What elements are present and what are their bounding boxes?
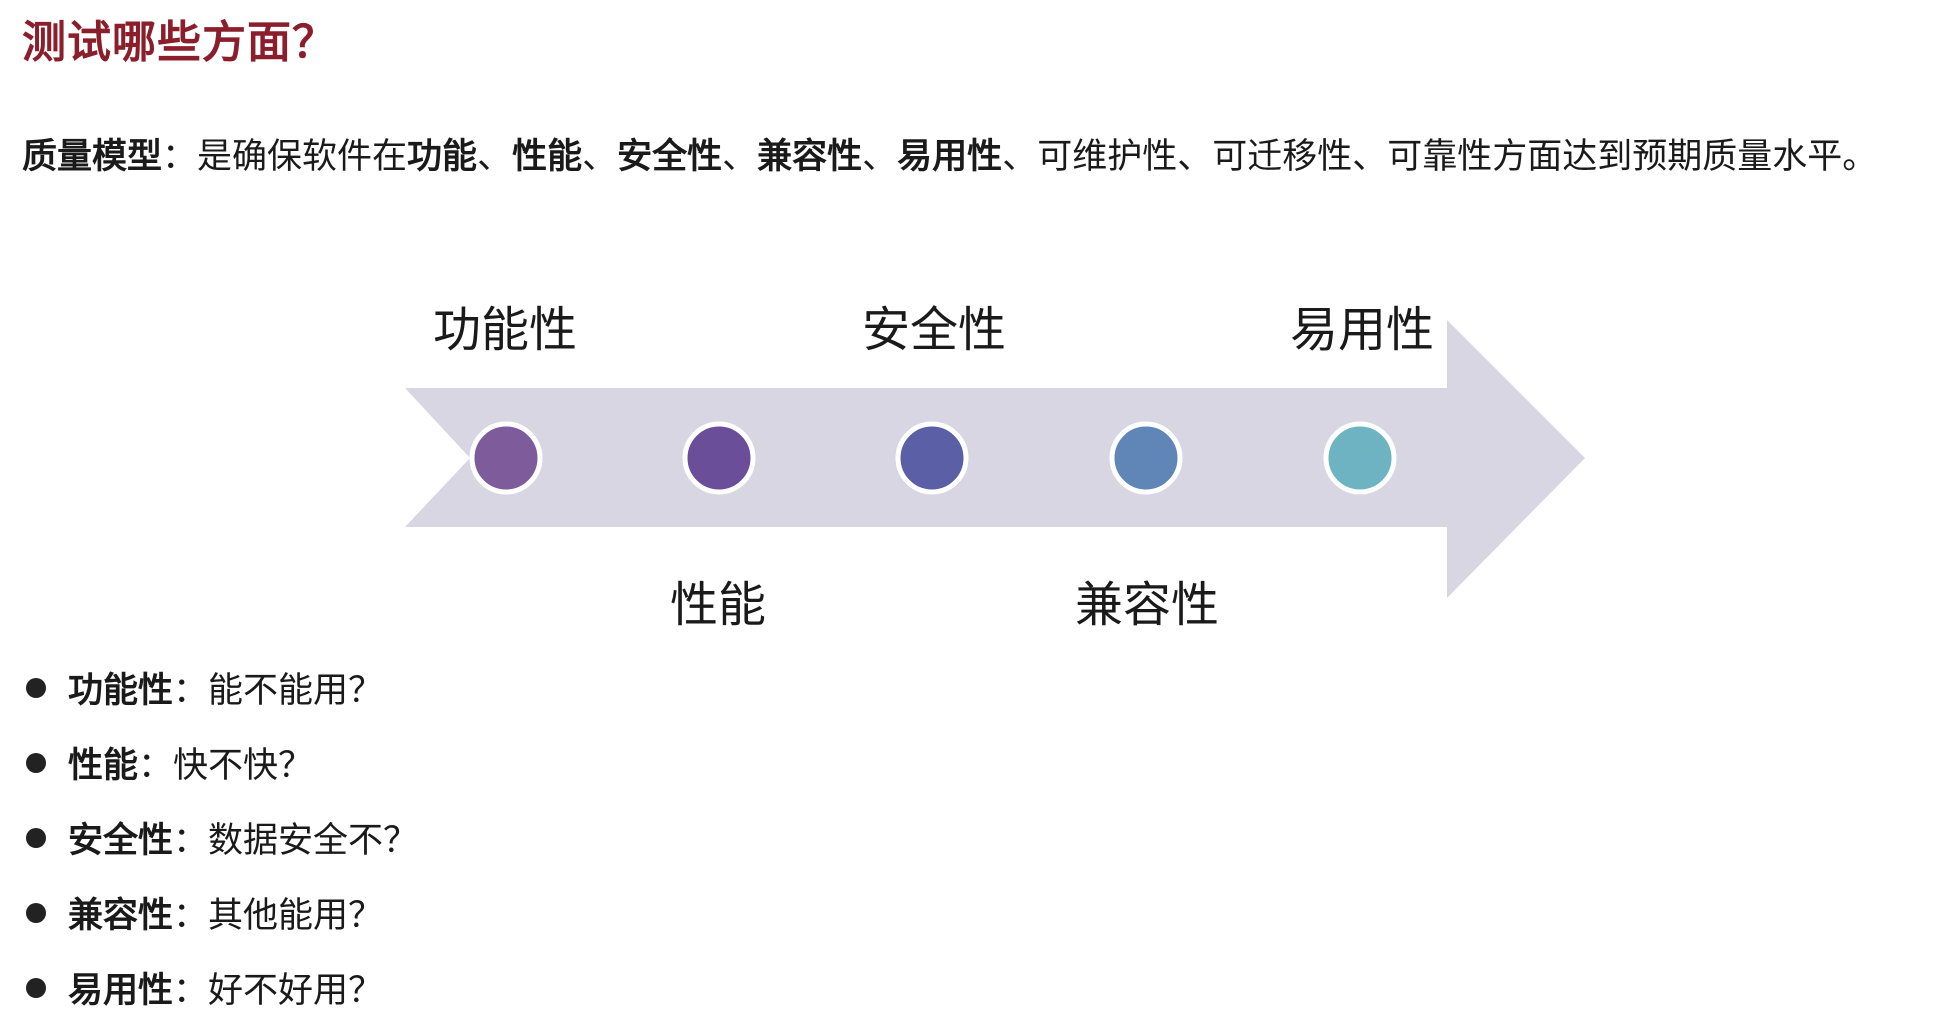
list-item: 性能：快不快？ — [26, 725, 418, 800]
diagram-label-usability: 易用性 — [1290, 302, 1435, 358]
quality-model-diagram: 功能性 安全性 易用性 性能 兼容性 — [405, 302, 1585, 633]
bullet-colon: ： — [173, 896, 209, 936]
bullet-term: 易用性 — [68, 971, 174, 1011]
intro-attr-compatibility: 兼容性 — [757, 137, 863, 177]
bullet-dot-icon — [26, 902, 46, 923]
timeline-dot-compatibility — [1109, 421, 1183, 495]
timeline-dot-usability — [1323, 421, 1397, 495]
intro-separator: 、 — [722, 137, 758, 177]
timeline-dot-performance — [682, 421, 756, 495]
diagram-label-security: 安全性 — [862, 302, 1007, 358]
intro-text-before: 是确保软件在 — [197, 137, 408, 177]
bullet-dot-icon — [26, 752, 46, 773]
diagram-label-performance: 性能 — [670, 577, 767, 633]
diagram-label-compatibility: 兼容性 — [1075, 577, 1220, 633]
intro-attr-security: 安全性 — [617, 137, 723, 177]
arrow-shape — [405, 320, 1585, 598]
list-item: 安全性：数据安全不？ — [26, 800, 418, 875]
bullet-colon: ： — [173, 671, 209, 711]
list-item: 功能性：能不能用？ — [26, 650, 418, 725]
bullet-term: 安全性 — [68, 821, 174, 861]
timeline-dot-security — [895, 421, 969, 495]
intro-colon: ： — [162, 137, 198, 177]
bullet-dot-icon — [26, 977, 46, 998]
bullet-term: 兼容性 — [68, 896, 174, 936]
intro-term: 质量模型 — [22, 137, 163, 177]
bullet-colon: ： — [138, 746, 174, 786]
intro-separator: 、 — [477, 137, 513, 177]
bullet-desc: 能不能用？ — [208, 671, 384, 711]
bullet-colon: ： — [173, 821, 209, 861]
intro-paragraph: 质量模型：是确保软件在功能、性能、安全性、兼容性、易用性、可维护性、可迁移性、可… — [22, 128, 1877, 179]
diagram-label-functionality: 功能性 — [433, 302, 578, 358]
bullet-term: 性能 — [68, 746, 139, 786]
bullet-dot-icon — [26, 677, 46, 698]
list-item: 兼容性：其他能用？ — [26, 875, 418, 950]
arrow-diagram-svg — [405, 320, 1585, 598]
intro-attr-functionality: 功能 — [407, 137, 478, 177]
bullet-term: 功能性 — [68, 671, 174, 711]
bullet-colon: ： — [173, 971, 209, 1011]
timeline-dot-functionality — [469, 421, 543, 495]
list-item: 易用性：好不好用？ — [26, 950, 418, 1025]
bullet-dot-icon — [26, 827, 46, 848]
quality-attribute-list: 功能性：能不能用？ 性能：快不快？ 安全性：数据安全不？ 兼容性：其他能用？ 易… — [26, 650, 418, 1025]
bullet-desc: 数据安全不？ — [208, 821, 419, 861]
intro-separator: 、 — [862, 137, 898, 177]
intro-separator: 、 — [582, 137, 618, 177]
bullet-desc: 快不快？ — [173, 746, 314, 786]
page-title: 测试哪些方面？ — [22, 17, 337, 68]
intro-attr-performance: 性能 — [512, 137, 583, 177]
bullet-desc: 其他能用？ — [208, 896, 384, 936]
intro-attr-usability: 易用性 — [897, 137, 1003, 177]
bullet-desc: 好不好用？ — [208, 971, 384, 1011]
intro-text-after: 、可维护性、可迁移性、可靠性方面达到预期质量水平。 — [1002, 137, 1878, 177]
